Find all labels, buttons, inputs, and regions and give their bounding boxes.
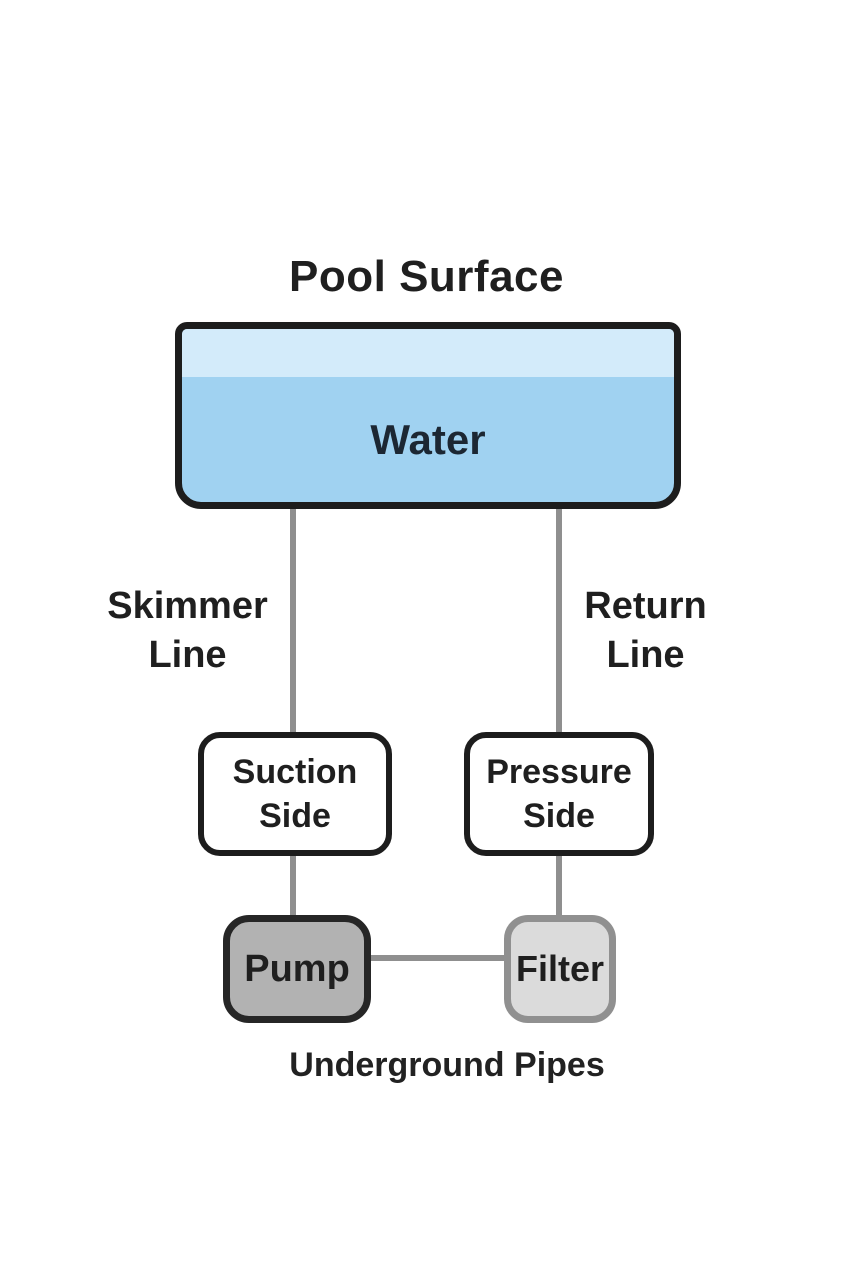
filter-node: Filter <box>504 915 616 1023</box>
return-pipe <box>556 506 562 736</box>
skimmer-pipe <box>290 506 296 736</box>
diagram-title: Pool Surface <box>289 252 564 301</box>
pool-box: Water <box>175 322 681 509</box>
skimmer-line-label: Skimmer Line <box>107 585 268 676</box>
water-label: Water <box>370 415 486 463</box>
underground-pipes-label: Underground Pipes <box>289 1046 605 1084</box>
return-line-label: Return Line <box>584 585 707 676</box>
pump-to-filter-pipe <box>364 955 510 961</box>
pressure-side-node: Pressure Side <box>464 732 654 856</box>
pressure-to-filter-pipe <box>556 852 562 920</box>
suction-to-pump-pipe <box>290 852 296 920</box>
pump-node: Pump <box>223 915 371 1023</box>
water-surface-band <box>182 329 674 377</box>
suction-side-node: Suction Side <box>198 732 392 856</box>
